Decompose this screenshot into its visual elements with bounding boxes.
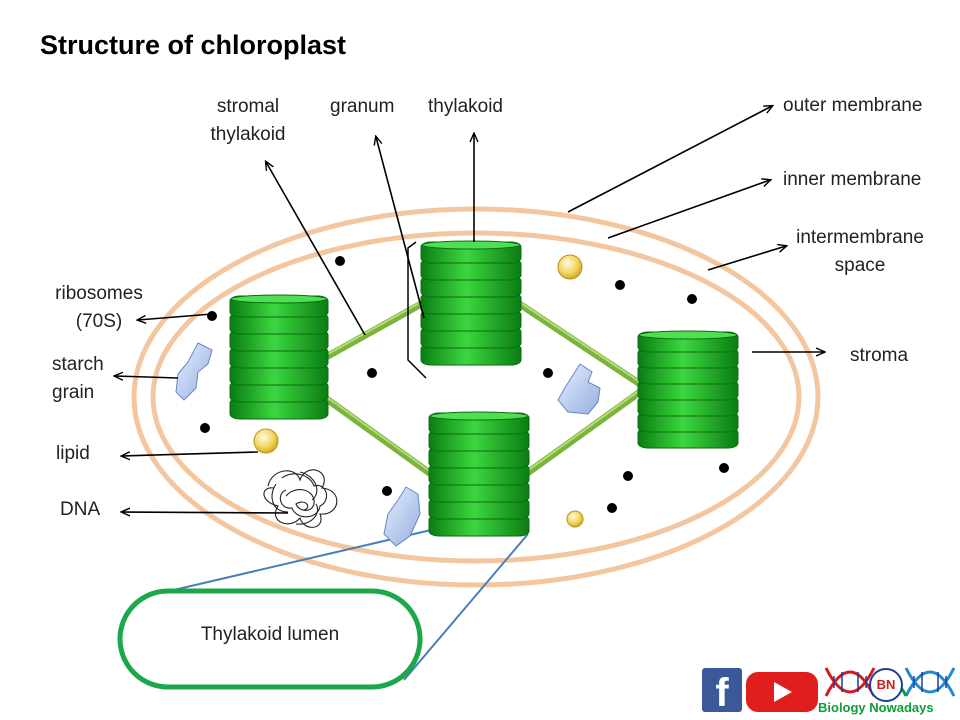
label-starch-grain: starch grain bbox=[52, 351, 104, 407]
page-title: Structure of chloroplast bbox=[40, 30, 347, 60]
lipid-droplet bbox=[566, 510, 584, 528]
label-stromal-thylakoid: stromal thylakoid bbox=[198, 93, 298, 149]
stromal-lamellae-highlight bbox=[327, 300, 641, 473]
granum-left bbox=[229, 294, 329, 420]
label-line: starch bbox=[52, 354, 104, 375]
label-granum: granum bbox=[330, 96, 395, 117]
lipid-droplet bbox=[557, 254, 583, 280]
brand-name[interactable]: Biology Nowadays bbox=[818, 700, 934, 715]
label-line: stromal bbox=[216, 96, 280, 117]
pointer-arrows bbox=[115, 106, 824, 513]
thylakoid-disk-top bbox=[429, 411, 529, 421]
lipid-droplet bbox=[253, 428, 279, 454]
starch-grain bbox=[557, 363, 601, 415]
label-ribosomes: ribosomes (70S) bbox=[44, 280, 154, 336]
brand-logo[interactable]: BN bbox=[869, 668, 903, 702]
label-line: space bbox=[834, 255, 886, 276]
label-intermembrane-space: intermembrane space bbox=[790, 224, 930, 280]
starch-grain bbox=[383, 486, 421, 547]
thylakoid-lumen-box bbox=[117, 588, 423, 690]
lumen-callout-line bbox=[403, 533, 529, 681]
label-thylakoid-lumen: Thylakoid lumen bbox=[200, 624, 340, 645]
granum-bottom bbox=[428, 411, 530, 537]
granum-right bbox=[637, 330, 739, 449]
lumen-callout-line bbox=[147, 529, 432, 597]
youtube-icon[interactable] bbox=[746, 672, 818, 712]
granum-top bbox=[420, 240, 522, 366]
outer-membrane bbox=[131, 206, 821, 588]
stromal-lamellae bbox=[324, 299, 644, 478]
thylakoid-disk-top bbox=[230, 294, 328, 304]
label-stroma: stroma bbox=[850, 345, 909, 366]
ribosomes bbox=[200, 256, 729, 513]
dna-loops bbox=[263, 469, 338, 528]
play-icon bbox=[774, 682, 792, 702]
granum-bracket bbox=[407, 241, 427, 379]
label-outer-membrane: outer membrane bbox=[783, 95, 923, 116]
label-line: intermembrane bbox=[796, 227, 924, 248]
label-inner-membrane: inner membrane bbox=[783, 169, 922, 190]
facebook-icon[interactable]: f bbox=[702, 668, 742, 712]
label-line: ribosomes bbox=[55, 283, 143, 304]
thylakoid-disk-top bbox=[638, 330, 738, 340]
label-lipid: lipid bbox=[56, 443, 90, 464]
label-line: (70S) bbox=[75, 311, 123, 332]
thylakoid-disk-top bbox=[421, 240, 521, 250]
starch-grain bbox=[175, 342, 213, 401]
inner-membrane bbox=[150, 230, 802, 564]
label-line: thylakoid bbox=[210, 124, 286, 145]
label-thylakoid: thylakoid bbox=[428, 96, 503, 117]
label-line: grain bbox=[52, 382, 95, 403]
label-dna: DNA bbox=[60, 499, 101, 520]
